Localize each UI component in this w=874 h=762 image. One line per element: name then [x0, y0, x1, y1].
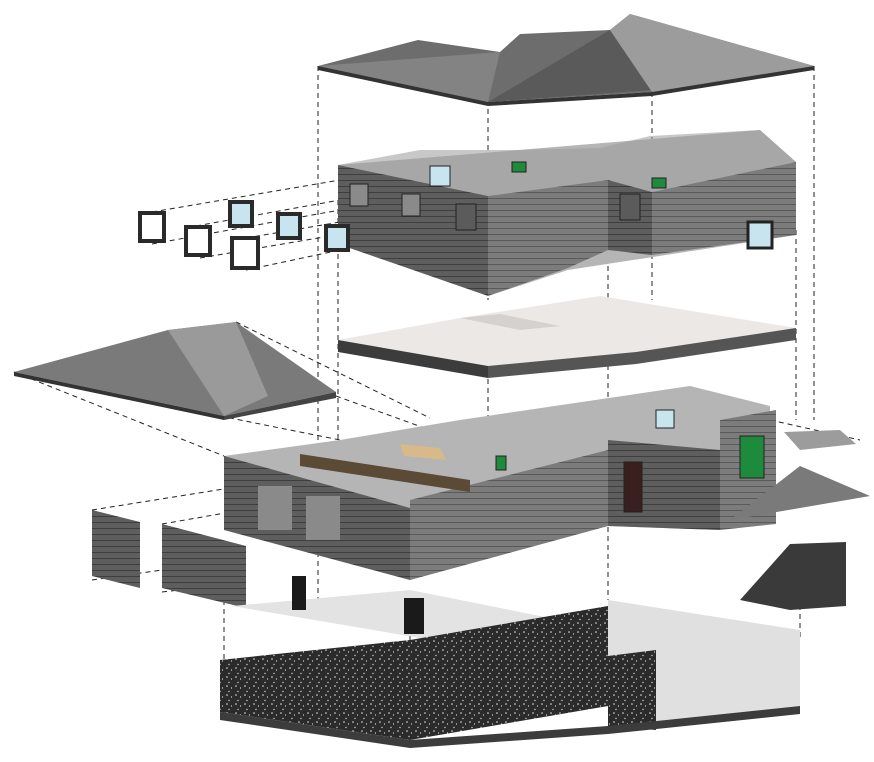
exploded-garage-doors [92, 510, 246, 608]
window-icon [276, 212, 302, 240]
porch-roof [730, 430, 870, 520]
window-icon [228, 200, 254, 228]
upper-roof [318, 14, 814, 106]
upper-floor-walls [338, 130, 796, 296]
garage-roof [14, 322, 336, 420]
window-icon [184, 225, 212, 257]
foundation [220, 600, 800, 748]
upper-floor-slab [338, 296, 796, 378]
window-icon [230, 236, 260, 270]
exploded-windows [138, 200, 350, 270]
window-icon [138, 211, 166, 243]
ground-floor-slab [232, 576, 560, 640]
main-floor-walls [224, 386, 776, 580]
window-icon [324, 224, 350, 252]
